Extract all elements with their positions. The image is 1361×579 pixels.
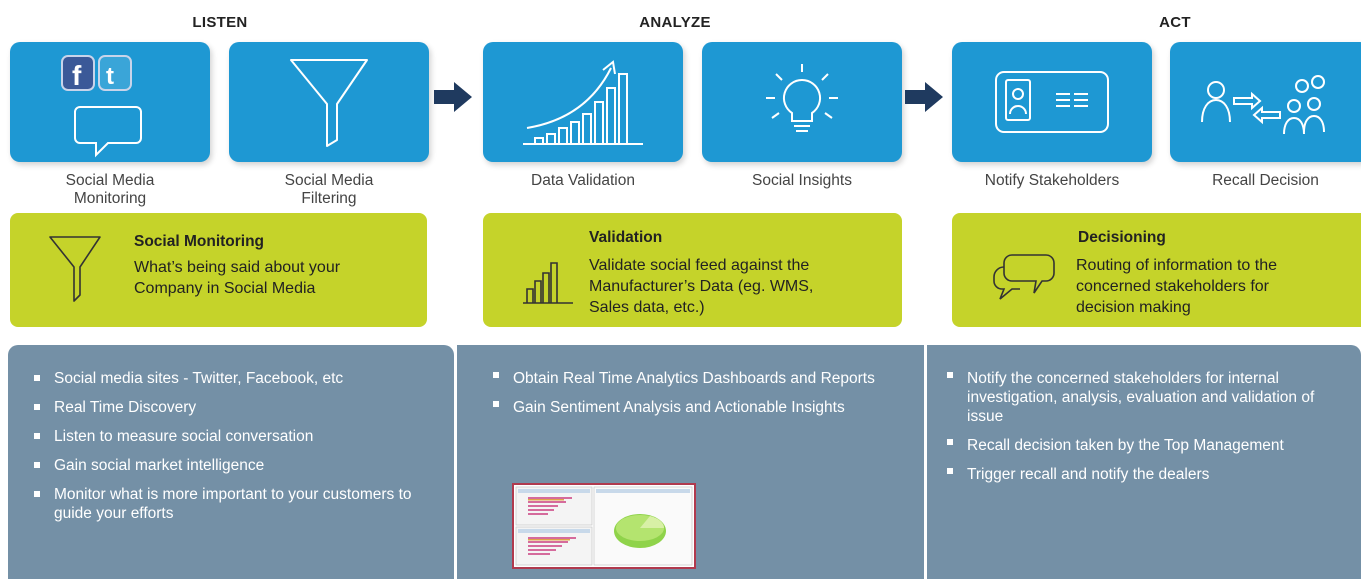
stage-title-act: ACT <box>1159 14 1191 31</box>
speech-bubbles-icon <box>993 254 1055 300</box>
id-card-icon <box>995 71 1109 133</box>
svg-text:t: t <box>106 63 114 90</box>
people-exchange-icon <box>1201 75 1325 135</box>
summary-decisioning: Decisioning Routing of information to th… <box>952 213 1361 327</box>
summary-body: Validate social feed against the Manufac… <box>589 257 814 316</box>
details-list: Social media sites - Twitter, Facebook, … <box>32 369 442 533</box>
arrow-right-icon <box>905 82 943 112</box>
details-list: Obtain Real Time Analytics Dashboards an… <box>491 369 891 427</box>
lightbulb-icon <box>766 64 838 132</box>
dashboard-preview-image <box>515 486 693 566</box>
svg-text:f: f <box>72 60 82 91</box>
social-chat-icon: f t <box>61 55 142 158</box>
summary-title: Social Monitoring <box>134 233 265 250</box>
list-item: Listen to measure social conversation <box>32 427 442 446</box>
growth-chart-icon <box>523 60 643 145</box>
tile-social-insights <box>702 42 902 162</box>
details-act: Notify the concerned stakeholders for in… <box>927 345 1361 579</box>
details-listen: Social media sites - Twitter, Facebook, … <box>8 345 454 579</box>
tile-label-data-validation: Data Validation <box>531 172 635 189</box>
tile-label-social-insights: Social Insights <box>752 172 852 189</box>
list-item: Trigger recall and notify the dealers <box>945 465 1345 484</box>
tile-social-media-monitoring: f t <box>10 42 210 162</box>
summary-body: Routing of information to the concerned … <box>1076 257 1278 316</box>
tile-label-notify-stakeholders: Notify Stakeholders <box>984 172 1120 189</box>
bar-chart-icon <box>523 262 573 304</box>
list-item: Notify the concerned stakeholders for in… <box>945 369 1345 426</box>
arrow-right-icon <box>434 82 472 112</box>
list-item: Gain social market intelligence <box>32 456 442 475</box>
tile-label-recall-decision: Recall Decision <box>1212 172 1319 189</box>
funnel-icon <box>290 59 368 147</box>
list-item: Gain Sentiment Analysis and Actionable I… <box>491 398 891 417</box>
stage-title-listen: LISTEN <box>192 14 248 31</box>
list-item: Monitor what is more important to your c… <box>32 485 444 523</box>
dashboard-thumbnail <box>512 483 696 569</box>
list-item: Real Time Discovery <box>32 398 442 417</box>
list-item: Social media sites - Twitter, Facebook, … <box>32 369 442 388</box>
summary-title: Validation <box>589 229 663 246</box>
details-list: Notify the concerned stakeholders for in… <box>945 369 1345 494</box>
tile-social-media-filtering <box>229 42 429 162</box>
summary-validation: Validation Validate social feed against … <box>483 213 902 327</box>
list-item: Recall decision taken by the Top Managem… <box>945 436 1345 455</box>
list-item: Obtain Real Time Analytics Dashboards an… <box>491 369 891 388</box>
stage-title-analyze: ANALYZE <box>639 14 711 31</box>
tile-notify-stakeholders <box>952 42 1152 162</box>
summary-title: Decisioning <box>1078 229 1166 246</box>
funnel-icon <box>49 236 101 302</box>
tile-data-validation <box>483 42 683 162</box>
summary-social-monitoring: Social Monitoring What’s being said abou… <box>10 213 427 327</box>
tile-recall-decision <box>1170 42 1361 162</box>
